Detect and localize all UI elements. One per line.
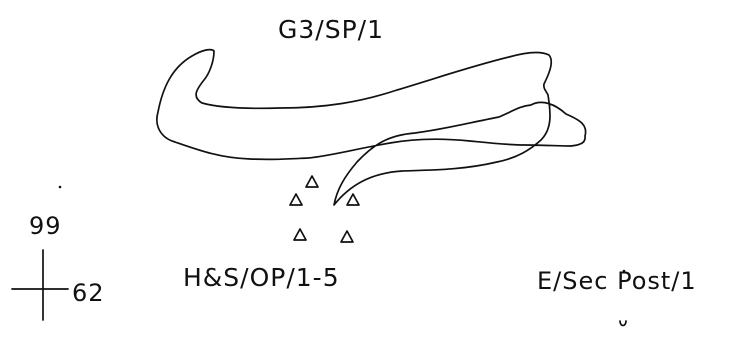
area-outline [156, 48, 587, 206]
triangle-marker-1 [305, 175, 319, 188]
dot-mark-1 [58, 185, 62, 189]
center-label: H&S/OP/1-5 [183, 263, 340, 292]
right-label: E/Sec Post/1 [537, 267, 697, 295]
grid-east-label: 62 [72, 279, 105, 307]
dot-mark-2 [622, 269, 626, 273]
top-label: G3/SP/1 [278, 15, 384, 44]
u-mark [619, 320, 627, 327]
triangle-marker-3 [346, 193, 360, 206]
grid-north-label: 99 [29, 212, 62, 240]
triangle-marker-5 [340, 230, 354, 243]
triangle-marker-4 [293, 228, 307, 241]
triangle-marker-2 [289, 193, 303, 206]
